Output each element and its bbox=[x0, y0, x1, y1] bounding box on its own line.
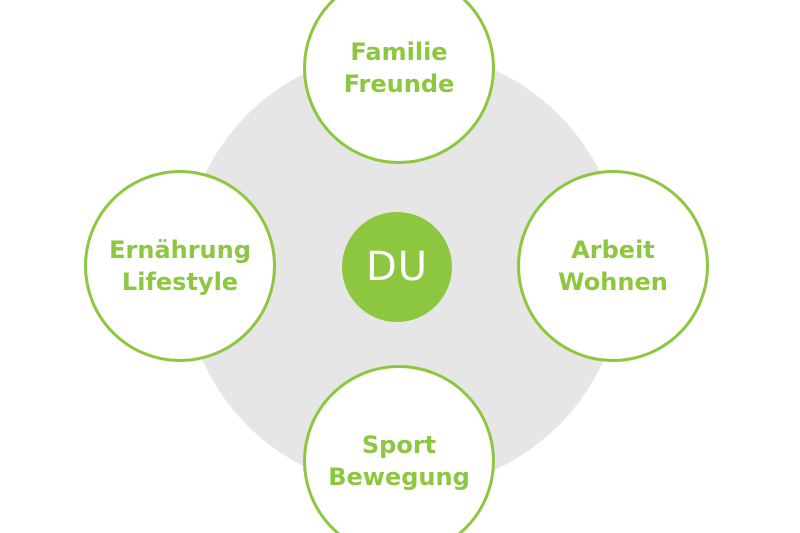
node-label-line2: Lifestyle bbox=[121, 268, 239, 296]
node-label-line2: Wohnen bbox=[558, 268, 668, 296]
node-label-line1: Familie bbox=[350, 38, 448, 66]
node-arbeit-wohnen: Arbeit Wohnen bbox=[517, 170, 709, 362]
node-label-line2: Freunde bbox=[343, 70, 455, 98]
node-label-line1: Sport bbox=[361, 431, 437, 459]
node-label-line1: Arbeit bbox=[571, 236, 655, 264]
node-label-line2: Bewegung bbox=[328, 463, 470, 491]
node-label-line1: Ernährung bbox=[109, 236, 251, 264]
node-sport-bewegung: Sport Bewegung bbox=[303, 365, 495, 533]
node-familie-freunde: Familie Freunde bbox=[303, 0, 495, 164]
node-ernaehrung-lifestyle: Ernährung Lifestyle bbox=[84, 170, 276, 362]
center-du-circle: DU bbox=[342, 212, 452, 322]
